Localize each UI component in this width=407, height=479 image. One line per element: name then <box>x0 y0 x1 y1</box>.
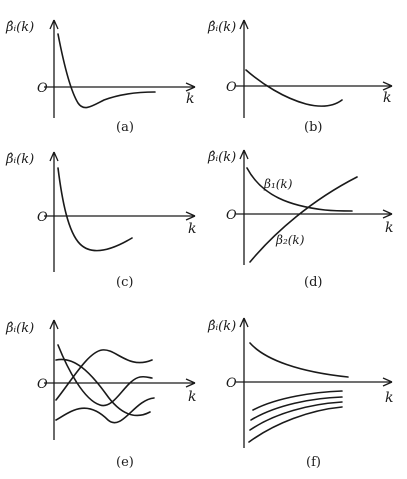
panel-d-y-arrowhead <box>239 149 245 160</box>
panel-a-y-axis-label: β̂ᵢ(k) <box>5 20 34 35</box>
panel-d-caption: (d) <box>304 275 322 290</box>
panel-f-y-arrowhead <box>239 317 245 328</box>
panel-d-y-axis-label: β̂ᵢ(k) <box>207 150 236 165</box>
panel-f-curve-neg-3 <box>249 401 343 431</box>
panel-b-x-arrowhead <box>382 81 393 87</box>
panel-b-caption: (b) <box>304 120 322 135</box>
panel-e-caption: (e) <box>116 455 134 470</box>
panel-a-origin-label: O <box>37 81 48 96</box>
panel-c-caption: (c) <box>116 275 133 290</box>
panel-d: β̂ᵢ(k) O k β₁(k) β₂(k) (d) <box>207 149 393 290</box>
panel-a-x-arrowhead <box>185 82 196 88</box>
panel-d-x-arrowhead <box>382 209 393 215</box>
panel-d-x-axis-label: k <box>385 220 393 236</box>
panel-e-origin-label: O <box>37 377 48 392</box>
panel-b-curve <box>245 69 343 107</box>
panel-c-x-arrowhead <box>185 211 196 217</box>
panel-d-beta2-label: β₂(k) <box>275 233 305 247</box>
panel-e-x-axis-label: k <box>188 389 196 405</box>
panel-c-y-arrowhead <box>49 151 55 162</box>
panel-c-x-axis-label: k <box>188 221 196 237</box>
panel-c-curve <box>57 167 133 252</box>
panel-e: β̂ᵢ(k) O k (e) <box>5 319 196 470</box>
panel-b-y-arrowhead <box>239 19 245 30</box>
panel-a-caption: (a) <box>116 120 134 135</box>
panel-d-beta1-label: β₁(k) <box>263 177 293 191</box>
panel-e-y-axis-label: β̂ᵢ(k) <box>5 321 34 336</box>
panel-f: β̂ᵢ(k) O k (f) <box>207 317 393 470</box>
panel-d-curve-beta2 <box>249 176 358 263</box>
panel-f-curve-positive <box>249 342 349 378</box>
panel-a: β̂ᵢ(k) O k (a) <box>5 19 196 135</box>
panel-f-origin-label: O <box>226 376 237 391</box>
panel-f-x-arrowhead <box>382 377 393 383</box>
panel-b-origin-label: O <box>226 80 237 95</box>
panel-f-caption: (f) <box>306 455 321 470</box>
panel-e-y-arrowhead <box>49 319 55 330</box>
panel-e-curve-1 <box>57 344 153 407</box>
panel-a-x-axis-label: k <box>186 91 194 107</box>
panel-b-y-axis-label: β̂ᵢ(k) <box>207 20 236 35</box>
panel-f-curve-neg-2 <box>250 396 343 421</box>
panel-d-curve-beta1 <box>246 167 353 212</box>
panel-f-curve-neg-1 <box>252 390 343 411</box>
panel-b: β̂ᵢ(k) O k (b) <box>207 19 393 135</box>
panel-d-origin-label: O <box>226 208 237 223</box>
panel-c-origin-label: O <box>37 210 48 225</box>
panel-a-curve <box>57 33 156 109</box>
panel-a-y-arrowhead <box>49 19 55 30</box>
panel-e-curve-3 <box>55 349 153 401</box>
panel-b-x-axis-label: k <box>383 90 391 106</box>
panel-f-x-axis-label: k <box>385 390 393 406</box>
panel-c: β̂ᵢ(k) O k (c) <box>5 151 196 290</box>
panel-c-y-axis-label: β̂ᵢ(k) <box>5 152 34 167</box>
panel-e-curve-4 <box>55 397 155 424</box>
panel-f-y-axis-label: β̂ᵢ(k) <box>207 319 236 334</box>
panel-e-curve-2 <box>55 358 151 417</box>
panel-e-x-arrowhead <box>185 378 196 384</box>
panel-f-curve-neg-4 <box>248 406 343 443</box>
